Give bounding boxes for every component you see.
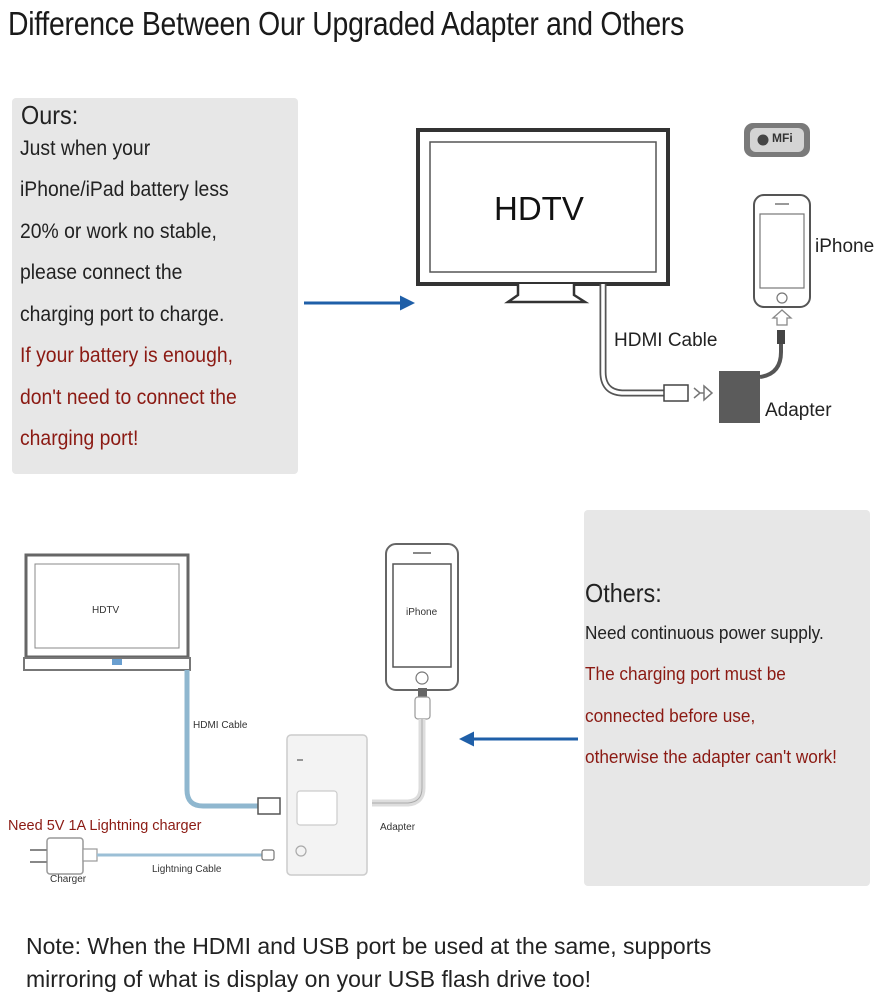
top-hdtv-icon (416, 128, 670, 304)
top-iphone-icon (753, 194, 811, 326)
top-adapter-icon (719, 330, 785, 423)
lightning-cable-label: Lightning Cable (152, 864, 222, 875)
charger-icon (30, 837, 275, 875)
bottom-lightning-cable (372, 688, 431, 807)
note-line-2: mirroring of what is display on your USB… (26, 966, 592, 992)
ours-line-4: please connect the (20, 260, 183, 284)
top-hdtv-label: HDTV (494, 190, 584, 227)
top-adapter-label: Adapter (765, 400, 832, 421)
ours-line-5: charging port to charge. (20, 302, 225, 326)
top-hdmi-cable (599, 284, 714, 402)
others-red-line-3: otherwise the adapter can't work! (585, 746, 837, 767)
mfi-label: MFi (772, 131, 793, 145)
bottom-hdmi-cable-label: HDMI Cable (193, 720, 248, 731)
ours-line-1: Just when your (20, 136, 151, 160)
others-heading: Others: (585, 578, 662, 608)
page-title: Difference Between Our Upgraded Adapter … (8, 5, 685, 42)
note-line-1: Note: When the HDMI and USB port be used… (26, 933, 712, 959)
top-hdmi-cable-label: HDMI Cable (614, 330, 718, 351)
bottom-adapter-label: Adapter (380, 822, 416, 833)
bottom-iphone-label: iPhone (406, 607, 438, 618)
ours-red-line-2: don't need to connect the (20, 385, 237, 409)
ours-red-line-3: charging port! (20, 426, 139, 450)
charger-note: Need 5V 1A Lightning charger (8, 818, 202, 834)
others-red-line-1: The charging port must be (585, 663, 786, 684)
charger-label: Charger (50, 874, 87, 885)
others-line: Need continuous power supply. (585, 622, 824, 643)
bottom-adapter-icon (286, 734, 368, 876)
bottom-hdmi-cable (184, 670, 281, 815)
bottom-iphone-icon (385, 543, 459, 691)
others-panel (584, 510, 870, 886)
ours-red-line-1: If your battery is enough, (20, 343, 233, 367)
ours-heading: Ours: (21, 100, 79, 130)
bottom-hdtv-icon (23, 553, 191, 671)
others-red-line-2: connected before use, (585, 705, 756, 726)
ours-line-3: 20% or work no stable, (20, 219, 217, 243)
ours-panel (12, 98, 298, 474)
note-text: Note: When the HDMI and USB port be used… (26, 930, 711, 996)
bottom-hdtv-label: HDTV (92, 605, 120, 616)
ours-line-2: iPhone/iPad battery less (20, 177, 229, 201)
top-iphone-label: iPhone (815, 236, 875, 257)
mfi-badge (744, 123, 810, 157)
